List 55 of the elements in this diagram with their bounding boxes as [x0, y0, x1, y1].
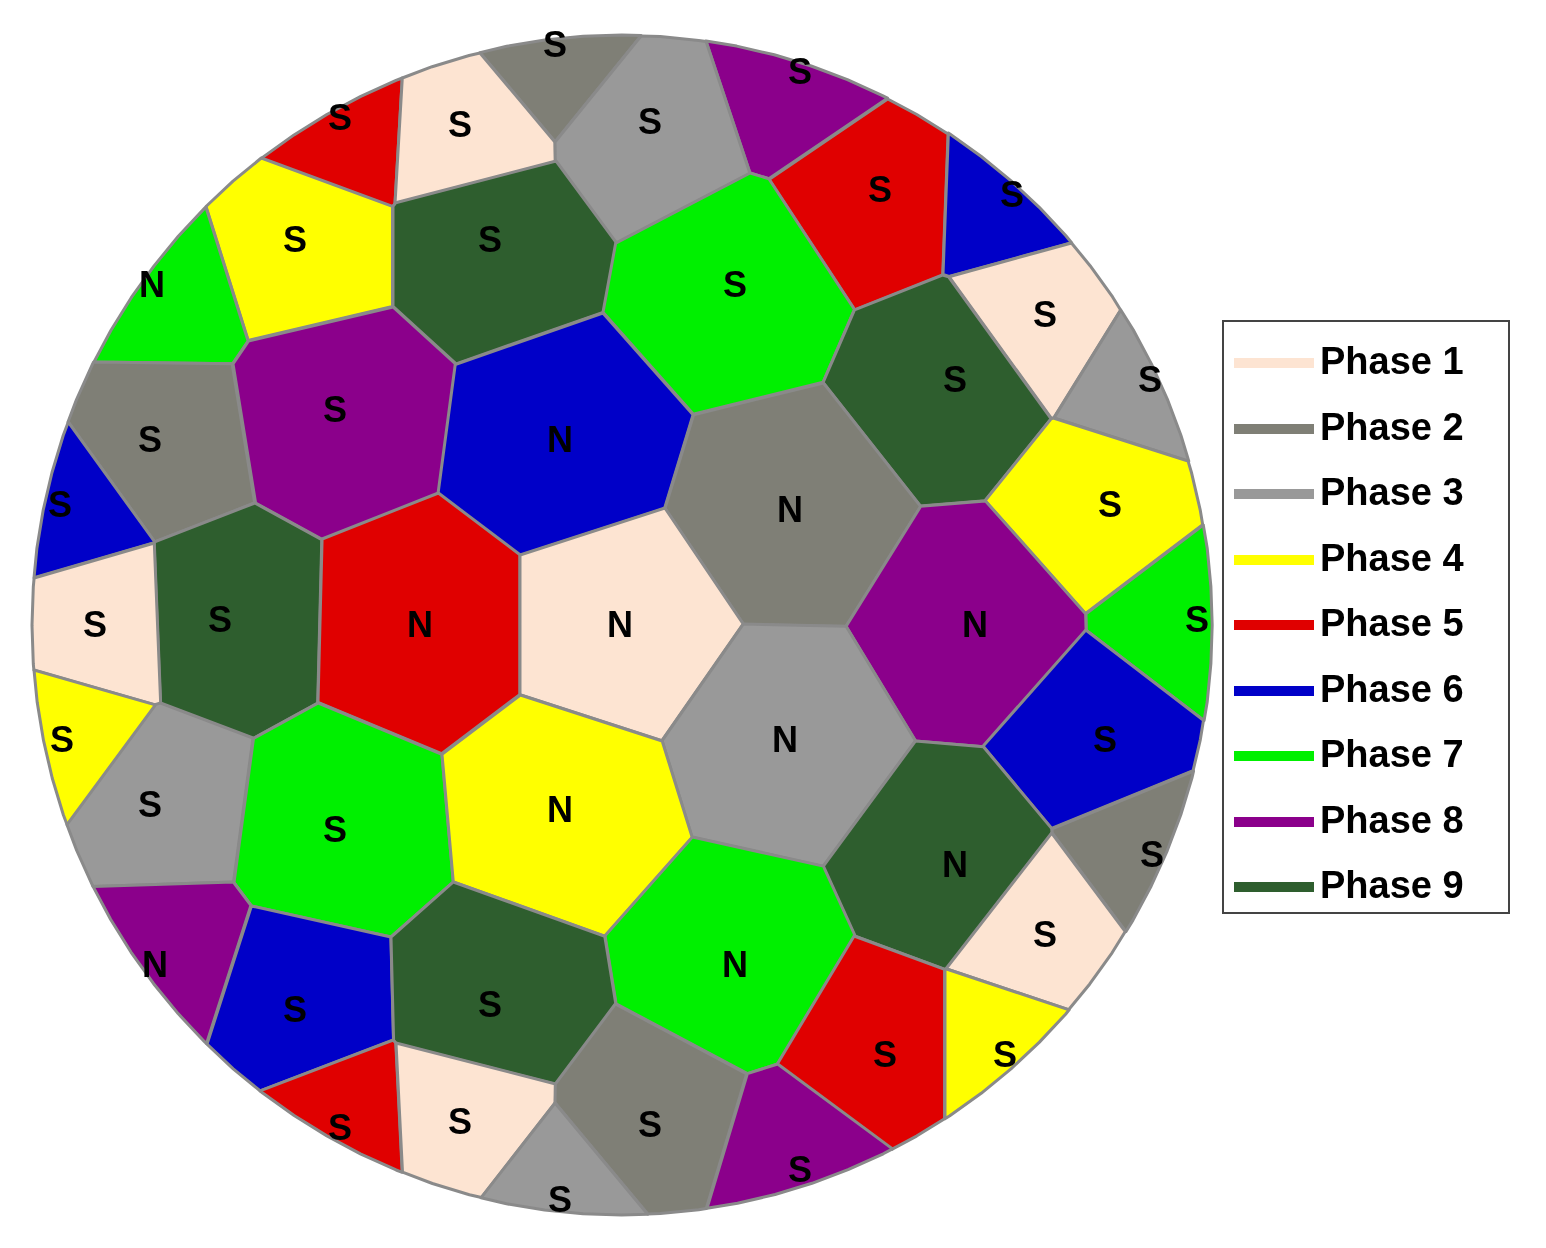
pole-label: S — [873, 1037, 897, 1073]
pole-label: N — [722, 947, 748, 983]
pole-label: N — [777, 492, 803, 528]
legend-label: Phase 1 — [1320, 342, 1464, 380]
pole-label: S — [478, 987, 502, 1023]
pole-label: N — [942, 847, 968, 883]
legend-label: Phase 8 — [1320, 800, 1464, 839]
pole-label: S — [1140, 837, 1164, 873]
pole-label: S — [448, 107, 472, 143]
pole-label: S — [328, 1110, 352, 1146]
pole-label: N — [547, 422, 573, 458]
pole-label: S — [1033, 297, 1057, 333]
pole-label: S — [138, 787, 162, 823]
pole-label: S — [1138, 362, 1162, 398]
pole-label: S — [543, 27, 567, 63]
pole-label: N — [962, 607, 988, 643]
legend-label: Phase 6 — [1320, 669, 1464, 708]
legend-label: Phase 3 — [1320, 473, 1464, 511]
pole-label: S — [993, 1037, 1017, 1073]
pole-label: S — [448, 1104, 472, 1140]
pole-label: S — [1098, 487, 1122, 523]
pole-label: S — [138, 422, 162, 458]
pole-label: N — [547, 792, 573, 828]
pole-label: S — [323, 812, 347, 848]
legend-label: Phase 7 — [1320, 735, 1464, 773]
pole-label: S — [48, 487, 72, 523]
pole-label: S — [283, 992, 307, 1028]
pole-label: S — [868, 172, 892, 208]
pole-label: S — [50, 722, 74, 758]
pole-label: S — [638, 104, 662, 140]
pole-label: N — [142, 947, 168, 983]
pole-label: N — [407, 607, 433, 643]
pole-label: S — [323, 392, 347, 428]
pole-label: S — [478, 222, 502, 258]
pole-label: S — [1093, 722, 1117, 758]
pole-label: S — [1185, 602, 1209, 638]
pole-label: S — [638, 1107, 662, 1143]
pole-label: S — [83, 607, 107, 643]
pole-label: S — [328, 100, 352, 136]
pole-label: S — [788, 54, 812, 90]
legend-label: Phase 4 — [1320, 538, 1464, 577]
legend-label: Phase 9 — [1320, 866, 1464, 904]
pole-label: S — [548, 1182, 572, 1218]
pole-label: S — [1033, 917, 1057, 953]
legend-label: Phase 2 — [1320, 407, 1464, 446]
pole-label: S — [283, 222, 307, 258]
pole-label: S — [208, 602, 232, 638]
pole-label: S — [723, 267, 747, 303]
pole-label: N — [772, 722, 798, 758]
pole-label: S — [1000, 177, 1024, 213]
pole-label: N — [139, 267, 165, 303]
pole-label: S — [943, 362, 967, 398]
legend-label: Phase 5 — [1320, 604, 1464, 642]
pole-label: S — [788, 1152, 812, 1188]
pole-label: N — [607, 607, 633, 643]
